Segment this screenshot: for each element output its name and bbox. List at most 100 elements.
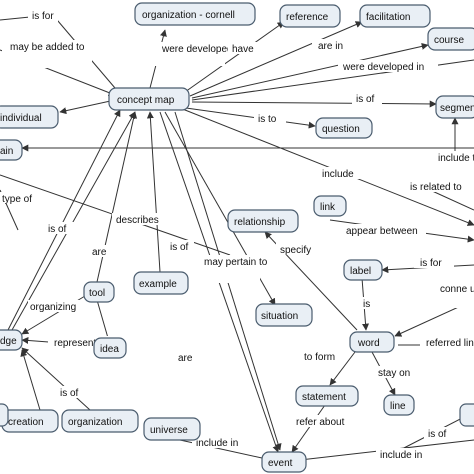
- node-organization-cornell[interactable]: organization - cornell: [134, 2, 256, 26]
- edge-include: [179, 107, 474, 226]
- svg-text:link: link: [320, 202, 336, 213]
- edge-org-up: [21, 347, 91, 411]
- link-refer-about: refer about: [296, 417, 345, 428]
- link-is-related-to: is related to: [410, 182, 462, 193]
- edge-to-reference: [184, 21, 285, 93]
- edge-creation-up: [20, 349, 41, 411]
- svg-text:creation: creation: [8, 417, 44, 428]
- node-creation[interactable]: creation: [1, 409, 59, 433]
- link-is-for: is for: [32, 11, 54, 22]
- svg-text:relationship: relationship: [234, 217, 286, 228]
- link-appear-between: appear between: [346, 226, 418, 237]
- node-idea[interactable]: idea: [93, 337, 127, 359]
- node-facilitation[interactable]: facilitation: [359, 4, 431, 28]
- svg-text:course: course: [434, 35, 464, 46]
- node-course[interactable]: course: [427, 27, 474, 51]
- link-is-to: is to: [258, 114, 277, 125]
- svg-text:example: example: [139, 279, 177, 290]
- link-include-right: include t: [438, 153, 474, 164]
- node-situation[interactable]: situation: [255, 303, 313, 327]
- node-relationship[interactable]: relationship: [227, 209, 299, 233]
- node-segment[interactable]: segmen: [435, 95, 474, 119]
- node-universe[interactable]: universe: [143, 417, 201, 441]
- node-line[interactable]: line: [383, 394, 415, 416]
- link-were-developed-in: were developed in: [342, 62, 424, 73]
- edge-to-segment: [191, 100, 437, 108]
- svg-text:organization: organization: [68, 417, 122, 428]
- node-label[interactable]: label: [343, 259, 383, 281]
- node-event[interactable]: event: [261, 451, 307, 473]
- node-knowledge[interactable]: dge: [0, 329, 23, 351]
- link-include-in: include in: [196, 438, 238, 449]
- link-describes: describes: [116, 215, 159, 226]
- link-were-developed-at: were developed at: [161, 44, 244, 55]
- svg-text:organization - cornell: organization - cornell: [142, 10, 235, 21]
- edge-to-individual: [59, 99, 116, 115]
- svg-text:situation: situation: [261, 311, 298, 322]
- link-may-pertain-to: may pertain to: [204, 257, 268, 268]
- svg-text:tool: tool: [89, 288, 105, 299]
- svg-text:individual: individual: [0, 113, 42, 124]
- node-partial-right: [459, 403, 474, 427]
- edge-statement-event: [291, 404, 326, 453]
- svg-text:line: line: [390, 401, 406, 412]
- link-is-for-label: is for: [420, 258, 442, 269]
- svg-text:word: word: [357, 338, 380, 349]
- svg-text:event: event: [268, 458, 293, 469]
- node-partial-left: [0, 403, 9, 427]
- link-have: have: [232, 44, 254, 55]
- node-link[interactable]: link: [313, 195, 347, 217]
- node-word[interactable]: word: [349, 331, 395, 353]
- link-may-be-added-to: may be added to: [10, 42, 85, 53]
- link-is-of-mid: is of: [170, 242, 189, 253]
- link-are-in: are in: [318, 41, 343, 52]
- svg-text:label: label: [350, 266, 371, 277]
- link-include-mid: include: [322, 169, 354, 180]
- edge-to-question: [185, 107, 316, 129]
- node-individual[interactable]: individual: [0, 105, 59, 129]
- link-is-of-top: is of: [356, 94, 375, 105]
- link-specify: specify: [280, 245, 311, 256]
- svg-text:concept map: concept map: [117, 95, 175, 106]
- link-organizing: organizing: [30, 302, 76, 313]
- link-labels: is for may be added to were developed at…: [0, 10, 474, 461]
- link-are-left: are: [92, 247, 107, 258]
- edge-to-statement: [329, 351, 356, 386]
- link-to-form: to form: [304, 352, 335, 363]
- node-statement[interactable]: statement: [295, 385, 359, 407]
- svg-text:reference: reference: [286, 12, 329, 23]
- link-include-in-right: include in: [380, 450, 422, 461]
- link-connect-using: conne using li: [440, 284, 474, 295]
- svg-text:universe: universe: [150, 425, 188, 436]
- node-example[interactable]: example: [133, 271, 189, 295]
- edge-tool-idea: [96, 299, 109, 339]
- svg-text:facilitation: facilitation: [366, 12, 410, 23]
- svg-text:statement: statement: [302, 392, 346, 403]
- link-is-of-bottom-right: is of: [428, 429, 447, 440]
- link-referred-linking: referred linking: [426, 338, 474, 349]
- svg-text:question: question: [322, 124, 360, 135]
- node-domain[interactable]: ain: [0, 139, 23, 161]
- node-concept-map[interactable]: concept map: [108, 87, 190, 111]
- edge-is-related: [429, 189, 474, 211]
- link-type-of: type of: [2, 194, 32, 205]
- node-question[interactable]: question: [315, 117, 373, 139]
- node-organization[interactable]: organization: [61, 409, 139, 433]
- edge-to-course: [191, 42, 429, 99]
- edge-example-to-cm: [146, 111, 161, 273]
- svg-text:ain: ain: [0, 146, 13, 157]
- link-representing: representing: [54, 338, 110, 349]
- edge-to-facilitation: [189, 21, 363, 97]
- edge-to-knowledge-a: [7, 109, 121, 331]
- node-tool[interactable]: tool: [83, 281, 115, 303]
- edge-to-knowledge-b: [11, 111, 136, 331]
- node-reference[interactable]: reference: [279, 4, 341, 28]
- link-are-bottom: are: [178, 353, 193, 364]
- link-stay-on: stay on: [378, 368, 410, 379]
- link-is-of-left: is of: [48, 224, 67, 235]
- svg-text:dge: dge: [0, 336, 17, 347]
- link-is-of-bottom-left: is of: [60, 388, 79, 399]
